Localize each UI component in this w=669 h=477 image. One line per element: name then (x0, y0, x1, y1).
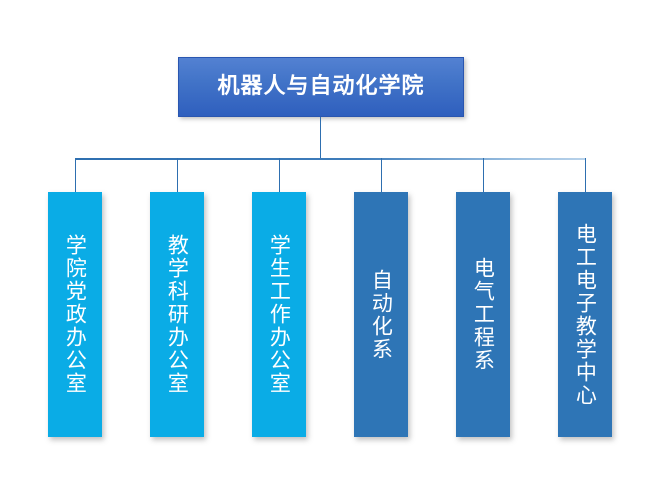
connector-horizontal-bus (75, 158, 586, 160)
org-node-label: 电工电子教学中心 (573, 222, 598, 407)
org-node-electrical-engineering-department[interactable]: 电气工程系 (456, 192, 510, 437)
org-node-label: 电气工程系 (471, 257, 496, 372)
org-node-teaching-research-office[interactable]: 教学科研办公室 (150, 192, 204, 437)
connector-drop-2 (177, 158, 178, 192)
org-root-label: 机器人与自动化学院 (217, 74, 425, 99)
connector-drop-5 (483, 158, 484, 192)
connector-drop-3 (279, 158, 280, 192)
org-node-label: 学院党政办公室 (63, 234, 88, 395)
connector-drop-4 (381, 158, 382, 192)
connector-drop-1 (75, 158, 76, 192)
connector-trunk-vertical (320, 117, 321, 159)
connector-drop-6 (585, 158, 586, 192)
org-node-label: 学生工作办公室 (267, 234, 292, 395)
org-node-label: 自动化系 (369, 268, 394, 361)
org-node-electrical-electronics-teaching-center[interactable]: 电工电子教学中心 (558, 192, 612, 437)
org-node-label: 教学科研办公室 (165, 234, 190, 395)
org-node-automation-department[interactable]: 自动化系 (354, 192, 408, 437)
org-node-student-affairs-office[interactable]: 学生工作办公室 (252, 192, 306, 437)
org-node-party-admin-office[interactable]: 学院党政办公室 (48, 192, 102, 437)
org-root-node[interactable]: 机器人与自动化学院 (178, 57, 464, 117)
